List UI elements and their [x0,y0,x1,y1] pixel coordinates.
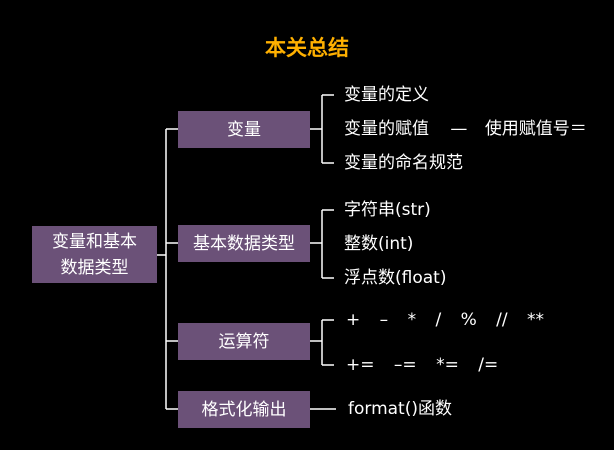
op-floor-divide: // [496,310,508,330]
leaf-variable-assignment-row: 变量的赋值 — 使用赋值号＝ [344,119,587,139]
branch-data-types-label: 基本数据类型 [193,233,295,254]
leaf-arithmetic-operators: + – * / % // ** [346,310,544,330]
op-power: ** [527,310,545,330]
op-plus: + [346,310,361,330]
root-label-line1: 变量和基本 [52,231,137,252]
op-divide: / [435,310,442,330]
assignment-note: 使用赋值号＝ [484,119,587,139]
leaf-type-str: 字符串(str) [344,200,431,220]
op-multiply: * [407,310,417,330]
root-node: 变量和基本 数据类型 [32,226,157,283]
leaf-format-function: format()函数 [348,399,452,419]
leaf-assignment-operators: += –= *= /= [346,355,498,375]
leaf-type-int: 整数(int) [344,234,414,254]
leaf-variable-assignment: 变量的赋值 [344,119,429,139]
op-multiply-assign: *= [436,355,459,375]
branch-formatting-label: 格式化输出 [201,399,287,420]
branch-data-types: 基本数据类型 [178,225,310,262]
op-modulo: % [460,310,477,330]
op-minus: – [379,310,389,330]
page-title: 本关总结 [265,36,349,60]
branch-variables: 变量 [178,111,310,148]
op-divide-assign: /= [478,355,499,375]
leaf-type-float: 浮点数(float) [344,268,447,288]
branch-variables-label: 变量 [227,119,261,140]
branch-operators: 运算符 [178,323,310,360]
root-label-line2: 数据类型 [60,257,129,278]
branch-formatting: 格式化输出 [178,391,310,428]
op-minus-assign: –= [393,355,417,375]
assignment-dash: — [450,119,468,139]
leaf-variable-naming: 变量的命名规范 [344,153,463,173]
leaf-variable-definition: 变量的定义 [344,85,429,105]
branch-operators-label: 运算符 [218,331,270,352]
op-plus-assign: += [346,355,375,375]
